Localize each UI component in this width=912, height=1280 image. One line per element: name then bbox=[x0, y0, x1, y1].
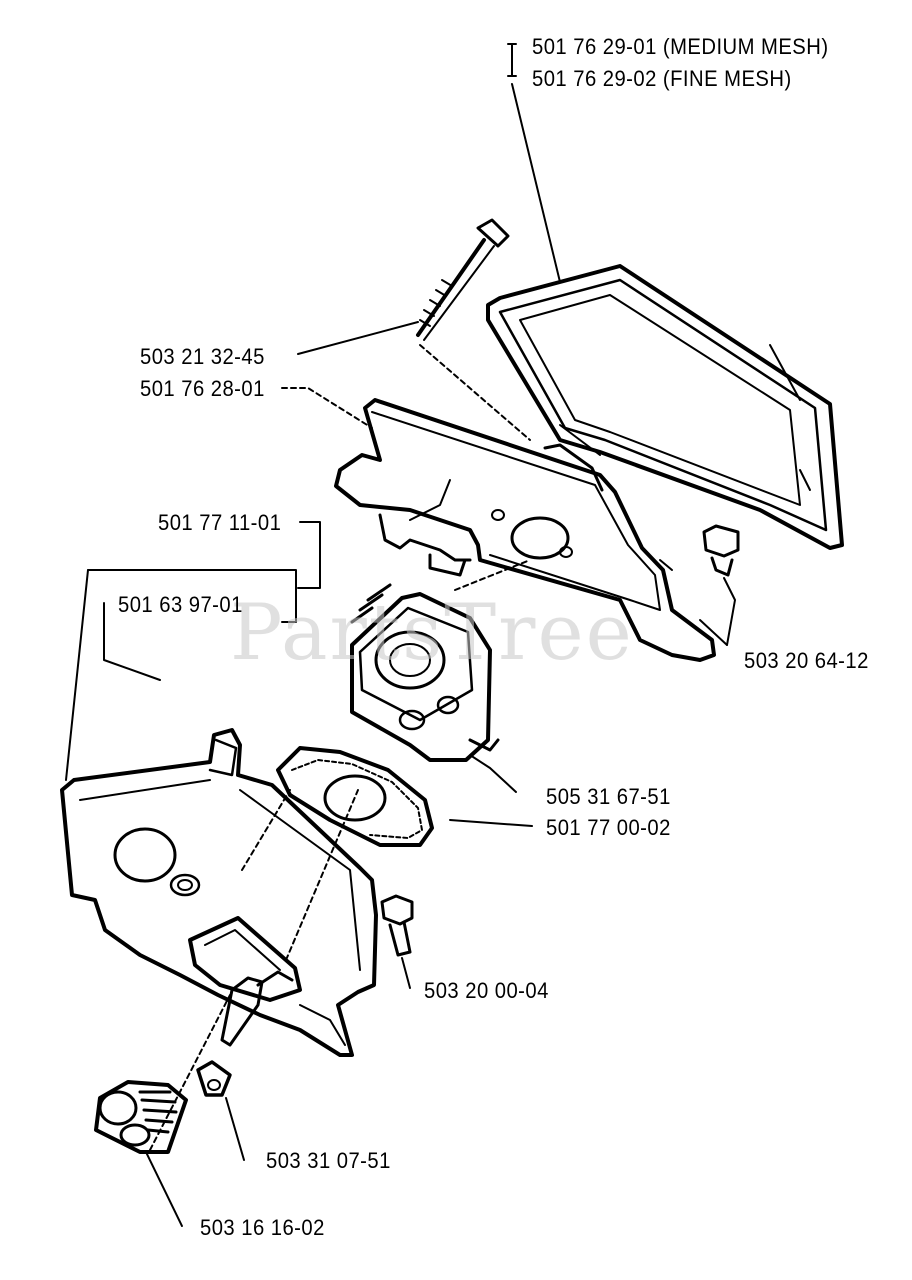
label-screw-right: 503 20 64-12 bbox=[744, 648, 869, 673]
screw-bottom bbox=[380, 894, 414, 957]
leader-lines bbox=[65, 43, 736, 1227]
air-filter-cover bbox=[486, 264, 844, 550]
label-screw-long: 503 21 32-45 bbox=[140, 344, 265, 369]
watermark: PartsTree bbox=[230, 588, 634, 678]
knob bbox=[94, 1080, 188, 1154]
long-screw bbox=[416, 218, 510, 341]
choke-lever bbox=[188, 916, 302, 1047]
label-part-501639701: 501 63 97-01 bbox=[118, 592, 243, 617]
gasket bbox=[276, 746, 434, 847]
carburetor bbox=[350, 583, 500, 762]
label-carburetor: 505 31 67-51 bbox=[546, 784, 671, 809]
label-sleeve: 503 31 07-51 bbox=[266, 1148, 391, 1173]
label-air-filter-medium: 501 76 29-01 (MEDIUM MESH) bbox=[532, 34, 829, 59]
label-knob: 503 16 16-02 bbox=[200, 1215, 325, 1240]
filter-holder bbox=[334, 398, 716, 662]
label-gasket: 501 77 00-02 bbox=[546, 815, 671, 840]
label-part-501771101: 501 77 11-01 bbox=[158, 510, 282, 535]
label-screw-bottom: 503 20 00-04 bbox=[424, 978, 549, 1003]
label-air-filter-fine: 501 76 29-02 (FINE MESH) bbox=[532, 66, 792, 91]
label-filter-holder: 501 76 28-01 bbox=[140, 376, 265, 401]
cover-plate bbox=[60, 728, 378, 1057]
sleeve bbox=[196, 1060, 232, 1097]
screw-right bbox=[702, 524, 740, 577]
